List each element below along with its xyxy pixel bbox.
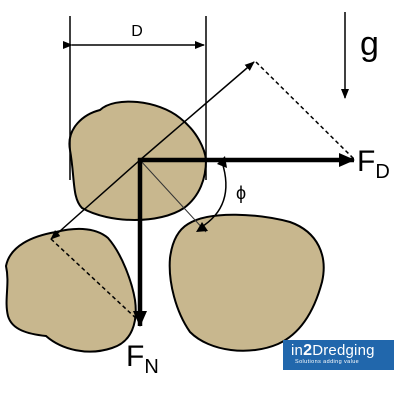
right-particle [168, 213, 325, 352]
diameter-label: D [131, 23, 143, 40]
dashed-construction-line-right [255, 61, 356, 161]
logo-tagline: Solutions adding value [295, 359, 360, 365]
angle-label: ϕ [236, 183, 246, 203]
resultant-arrow-down [50, 159, 141, 240]
logo-brand-text: in2Dredging [291, 342, 375, 360]
logo-prefix: in [291, 342, 304, 359]
drag-force-symbol: F [357, 145, 375, 178]
normal-force-subscript: N [144, 356, 158, 378]
angle-arc [199, 161, 227, 229]
drag-force-subscript: D [375, 161, 389, 183]
gravity-label: g [360, 25, 379, 63]
resultant-arrow-up [139, 61, 255, 161]
normal-force-symbol: F [126, 340, 144, 373]
logo-number: 2 [303, 342, 313, 359]
logo-suffix: Dredging [312, 342, 375, 359]
angle-arc-arrowhead-bottom [196, 222, 208, 232]
drag-force-label: FD [357, 145, 390, 183]
in2dredging-logo: in2Dredging Solutions adding value [283, 340, 394, 370]
contact-normal-line [139, 159, 207, 233]
normal-force-label: FN [126, 340, 159, 378]
left-particle [4, 227, 137, 353]
dashed-construction-line-left [50, 238, 141, 323]
